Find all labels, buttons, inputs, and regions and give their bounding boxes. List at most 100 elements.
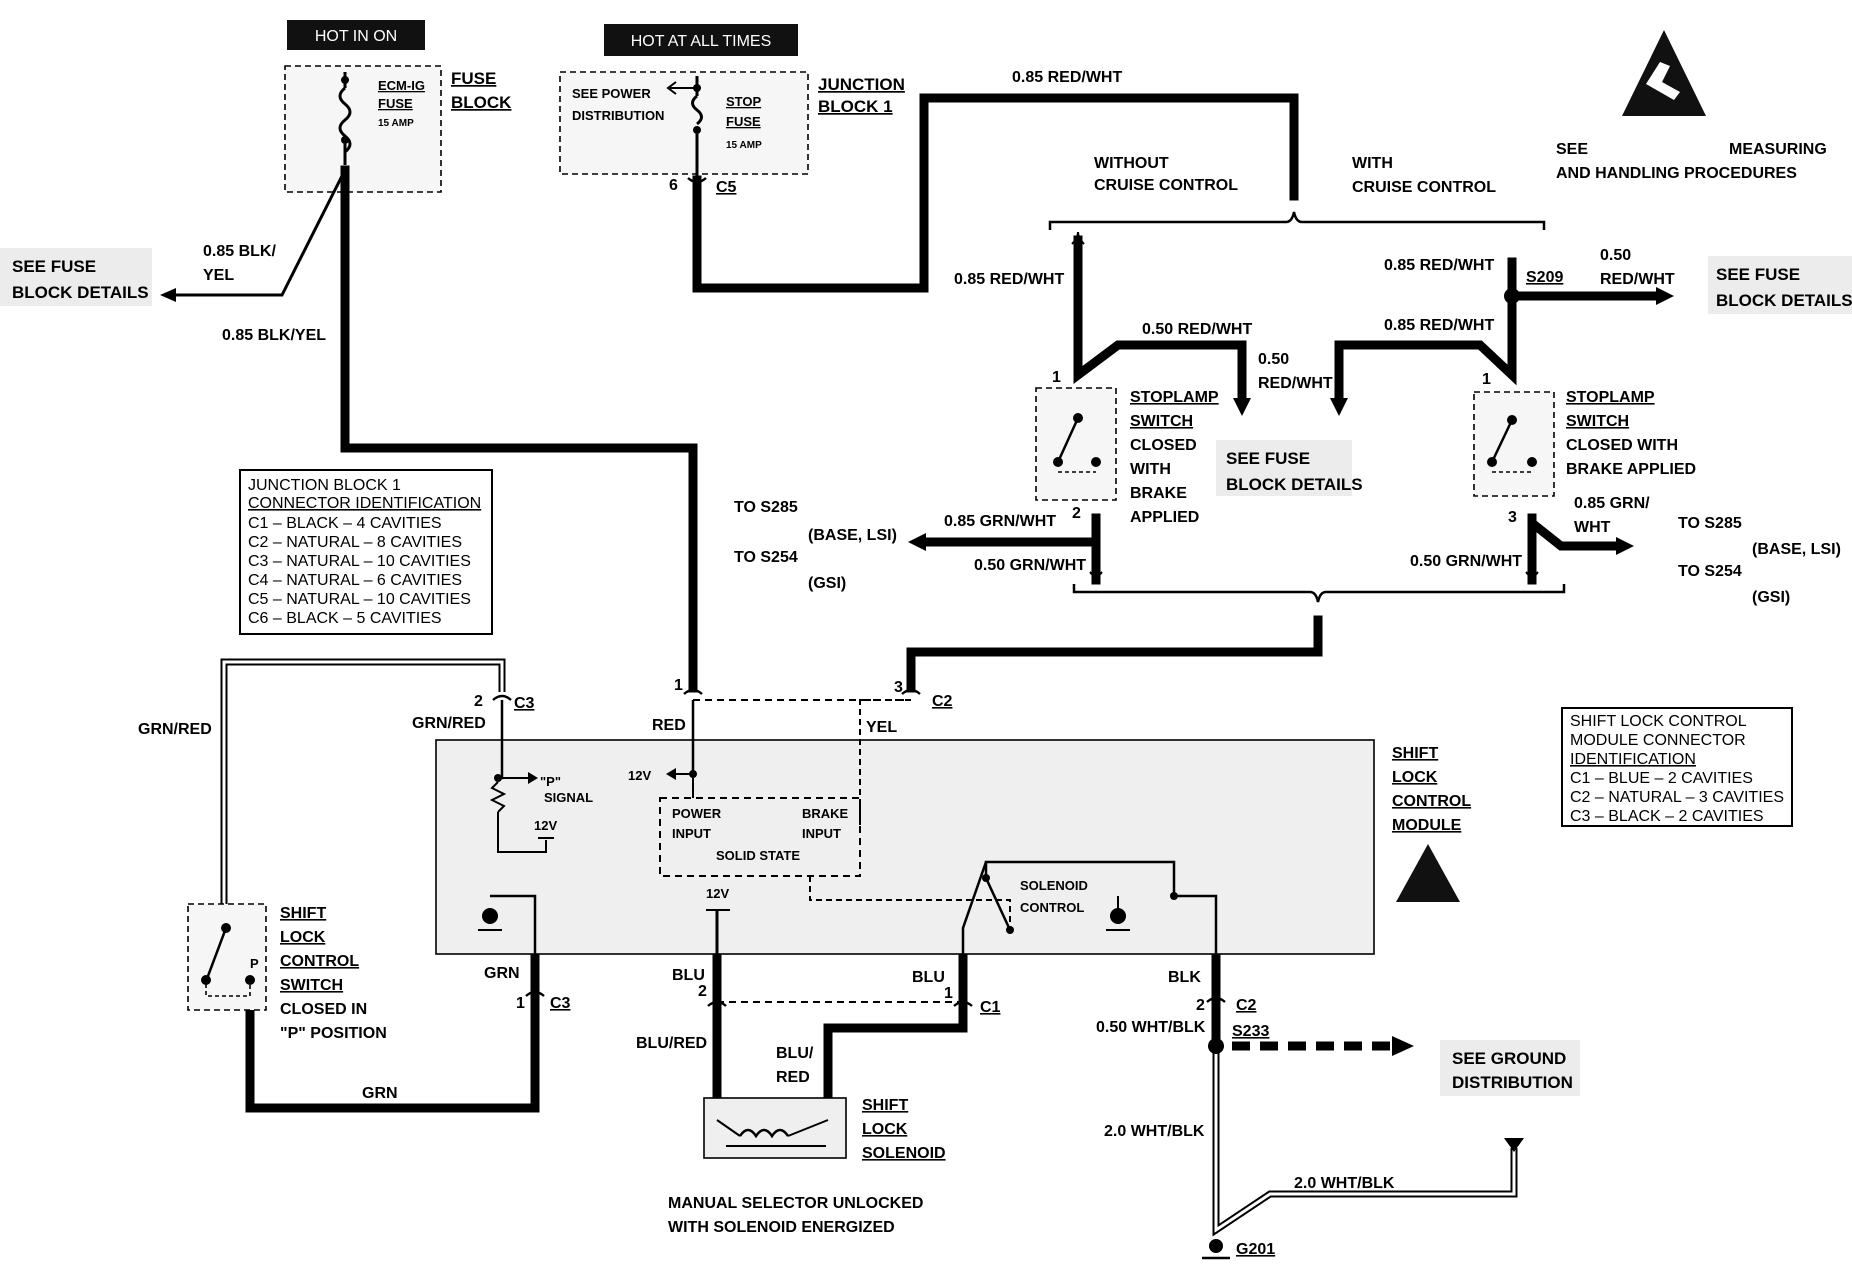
svg-text:BLOCK DETAILS: BLOCK DETAILS: [12, 283, 149, 302]
svg-text:SEE FUSE: SEE FUSE: [1716, 265, 1800, 284]
svg-text:SEE POWER: SEE POWER: [572, 86, 651, 101]
svg-text:0.85 RED/WHT: 0.85 RED/WHT: [1012, 69, 1122, 86]
svg-text:0.50 GRN/WHT: 0.50 GRN/WHT: [1410, 553, 1522, 570]
svg-text:1: 1: [674, 677, 683, 694]
connectors: 2 C3 1 3 C2 1 C3 2 1 C1 2 C2 S233: [474, 677, 1269, 1040]
svg-text:2: 2: [474, 693, 483, 710]
svg-text:C2: C2: [1236, 997, 1257, 1014]
svg-text:SWITCH: SWITCH: [1130, 413, 1193, 430]
svg-text:RED/WHT: RED/WHT: [1600, 271, 1675, 288]
svg-text:SHIFT: SHIFT: [280, 905, 326, 922]
module-connector-table: SHIFT LOCK CONTROL MODULE CONNECTOR IDEN…: [1561, 707, 1793, 827]
svg-text:C1 – BLUE – 2 CAVITIES: C1 – BLUE – 2 CAVITIES: [1570, 770, 1753, 787]
svg-text:"P" POSITION: "P" POSITION: [280, 1025, 387, 1042]
svg-text:C6 – BLACK – 5 CAVITIES: C6 – BLACK – 5 CAVITIES: [248, 610, 442, 627]
svg-text:TO S285: TO S285: [1678, 515, 1742, 532]
svg-text:WHT: WHT: [1574, 519, 1611, 536]
svg-text:C3 – NATURAL – 10 CAVITIES: C3 – NATURAL – 10 CAVITIES: [248, 553, 471, 570]
junction-block: SEE POWER DISTRIBUTION STOP FUSE 15 AMP …: [559, 71, 905, 196]
cruise-brackets: WITHOUT CRUISE CONTROL WITH CRUISE CONTR…: [1048, 155, 1566, 603]
svg-text:SEE: SEE: [1556, 141, 1588, 158]
stoplamp-switch-right: 1 3 STOPLAMP SWITCH CLOSED WITH BRAKE AP…: [1473, 371, 1696, 526]
svg-text:CONNECTOR IDENTIFICATION: CONNECTOR IDENTIFICATION: [248, 495, 481, 512]
svg-text:1: 1: [516, 995, 525, 1012]
svg-text:DISTRIBUTION: DISTRIBUTION: [1452, 1073, 1573, 1092]
svg-text:BLOCK 1: BLOCK 1: [818, 97, 893, 116]
svg-text:BLU/RED: BLU/RED: [636, 1035, 707, 1052]
svg-text:RED: RED: [652, 717, 686, 734]
stoplamp-switch-left: 1 2 STOPLAMP SWITCH CLOSED WITH BRAKE AP…: [1035, 369, 1219, 526]
svg-text:"P": "P": [540, 774, 561, 789]
svg-text:STOPLAMP: STOPLAMP: [1566, 389, 1655, 406]
svg-text:0.85 RED/WHT: 0.85 RED/WHT: [1384, 257, 1494, 274]
svg-text:GRN/RED: GRN/RED: [412, 715, 486, 732]
fuse-block: ECM-IG FUSE 15 AMP FUSE BLOCK: [284, 65, 512, 193]
svg-text:0.85 RED/WHT: 0.85 RED/WHT: [954, 271, 1064, 288]
svg-text:YEL: YEL: [866, 719, 897, 736]
svg-text:LOCK: LOCK: [1392, 769, 1438, 786]
svg-text:DISTRIBUTION: DISTRIBUTION: [572, 108, 664, 123]
svg-text:P: P: [250, 956, 259, 971]
svg-text:CONTROL: CONTROL: [1392, 793, 1471, 810]
svg-text:SHIFT: SHIFT: [862, 1097, 908, 1114]
svg-text:POWER: POWER: [672, 806, 722, 821]
svg-text:HOT IN ON: HOT IN ON: [315, 28, 397, 45]
svg-text:JUNCTION: JUNCTION: [818, 75, 905, 94]
svg-text:CRUISE CONTROL: CRUISE CONTROL: [1094, 177, 1238, 194]
svg-text:CLOSED: CLOSED: [1130, 437, 1197, 454]
svg-text:1: 1: [1482, 371, 1491, 388]
wiring: [160, 93, 1674, 1113]
svg-text:C5 – NATURAL – 10 CAVITIES: C5 – NATURAL – 10 CAVITIES: [248, 591, 471, 608]
svg-text:TO S285: TO S285: [734, 499, 798, 516]
svg-text:BRAKE APPLIED: BRAKE APPLIED: [1566, 461, 1696, 478]
ground-distribution: SEE GROUND DISTRIBUTION G201: [1202, 1040, 1580, 1260]
svg-text:YEL: YEL: [203, 267, 234, 284]
svg-text:ECM-IG: ECM-IG: [378, 78, 425, 93]
svg-text:BLOCK: BLOCK: [451, 93, 512, 112]
svg-text:SWITCH: SWITCH: [1566, 413, 1629, 430]
junction-block-connector-table: JUNCTION BLOCK 1 CONNECTOR IDENTIFICATIO…: [239, 469, 493, 635]
svg-text:TO S254: TO S254: [734, 549, 798, 566]
svg-text:C3: C3: [550, 995, 571, 1012]
svg-text:0.50 RED/WHT: 0.50 RED/WHT: [1142, 321, 1252, 338]
svg-text:CRUISE CONTROL: CRUISE CONTROL: [1352, 179, 1496, 196]
svg-text:RED/WHT: RED/WHT: [1258, 375, 1333, 392]
shift-lock-control-module: "P" SIGNAL 12V 12V POWER INPUT BRAKE INP…: [435, 699, 1471, 955]
svg-text:WITH SOLENOID ENERGIZED: WITH SOLENOID ENERGIZED: [668, 1219, 895, 1236]
see-fuse-block-details-left: SEE FUSE BLOCK DETAILS: [0, 248, 152, 306]
svg-text:2: 2: [1196, 997, 1205, 1014]
svg-text:(BASE, LSI): (BASE, LSI): [1752, 541, 1841, 558]
svg-text:AND HANDLING PROCEDURES: AND HANDLING PROCEDURES: [1556, 165, 1797, 182]
svg-text:LOCK: LOCK: [280, 929, 326, 946]
svg-text:0.50 GRN/WHT: 0.50 GRN/WHT: [974, 557, 1086, 574]
svg-text:3: 3: [894, 679, 903, 696]
svg-text:WITHOUT: WITHOUT: [1094, 155, 1169, 172]
svg-text:SHIFT LOCK CONTROL: SHIFT LOCK CONTROL: [1570, 713, 1747, 730]
esd-warning: SEE MEASURING AND HANDLING PROCEDURES: [1556, 30, 1827, 182]
svg-text:C3: C3: [514, 695, 535, 712]
hot-at-all-times-label: HOT AT ALL TIMES: [604, 24, 798, 56]
svg-text:LOCK: LOCK: [862, 1121, 908, 1138]
svg-text:MEASURING: MEASURING: [1729, 141, 1827, 158]
svg-text:0.50 WHT/BLK: 0.50 WHT/BLK: [1096, 1019, 1206, 1036]
svg-text:BLOCK DETAILS: BLOCK DETAILS: [1716, 291, 1852, 310]
svg-text:BLU: BLU: [912, 969, 945, 986]
see-fuse-block-details-right: SEE FUSE BLOCK DETAILS: [1708, 256, 1852, 314]
svg-text:1: 1: [944, 985, 953, 1002]
hollow-wiring: [220, 658, 1524, 1237]
svg-text:MODULE: MODULE: [1392, 817, 1462, 834]
svg-text:SOLENOID: SOLENOID: [862, 1145, 946, 1162]
svg-text:C4 – NATURAL – 6 CAVITIES: C4 – NATURAL – 6 CAVITIES: [248, 572, 462, 589]
svg-text:BRAKE: BRAKE: [1130, 485, 1187, 502]
ground-icon: [1110, 908, 1126, 924]
svg-text:C2 – NATURAL – 8 CAVITIES: C2 – NATURAL – 8 CAVITIES: [248, 534, 462, 551]
arrow-left-icon: [160, 288, 176, 302]
svg-text:C2 – NATURAL – 3 CAVITIES: C2 – NATURAL – 3 CAVITIES: [1570, 789, 1784, 806]
svg-text:(GSI): (GSI): [1752, 589, 1790, 606]
svg-text:2.0 WHT/BLK: 2.0 WHT/BLK: [1294, 1175, 1395, 1192]
svg-text:BLU/: BLU/: [776, 1045, 814, 1062]
svg-text:(BASE, LSI): (BASE, LSI): [808, 527, 897, 544]
svg-text:2.0 WHT/BLK: 2.0 WHT/BLK: [1104, 1123, 1205, 1140]
svg-text:CLOSED WITH: CLOSED WITH: [1566, 437, 1678, 454]
svg-text:0.85 GRN/WHT: 0.85 GRN/WHT: [944, 513, 1056, 530]
